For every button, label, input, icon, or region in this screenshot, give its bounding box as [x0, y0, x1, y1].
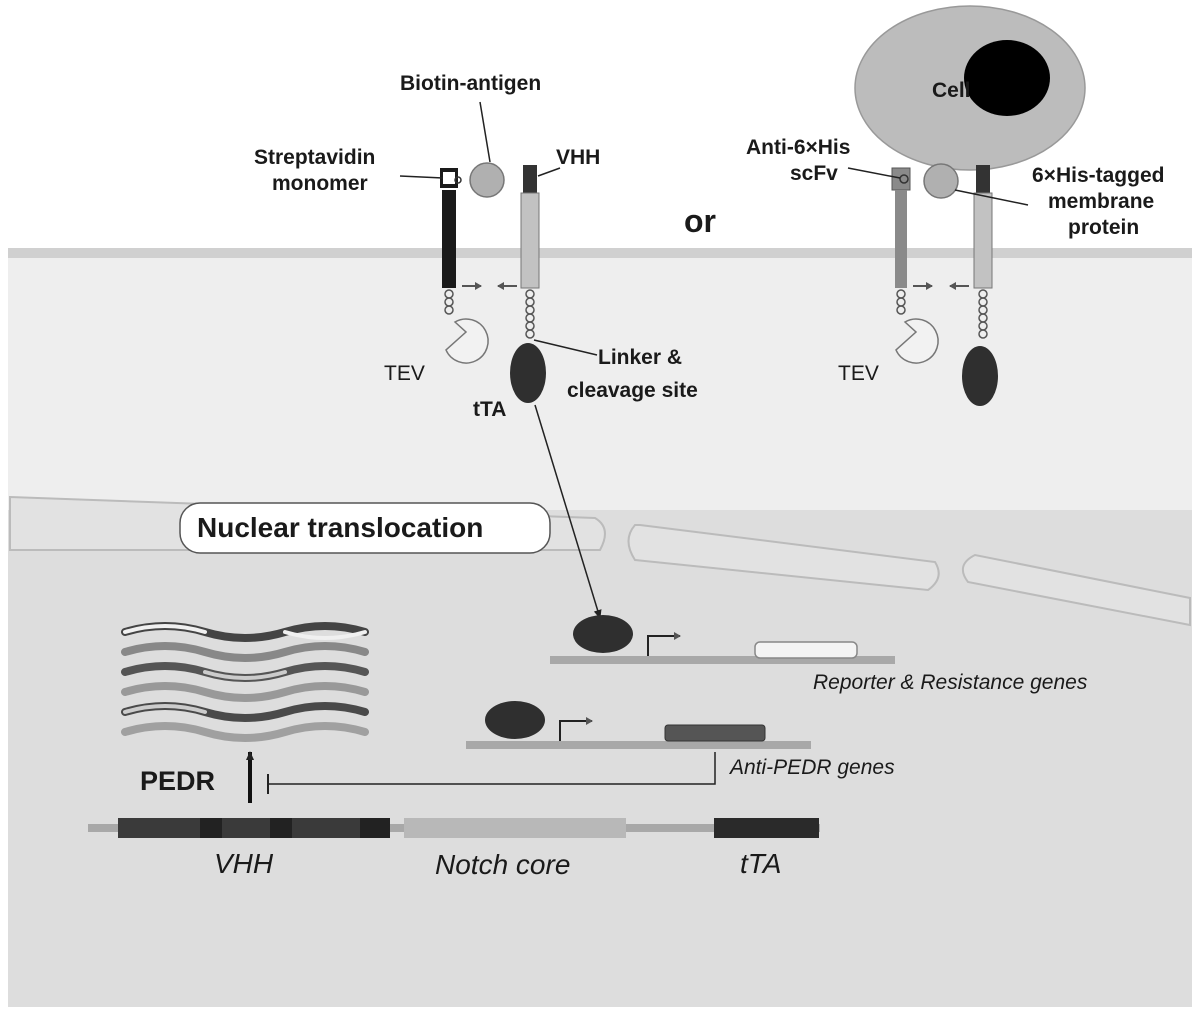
anti-his-label-line1: Anti-6×His [746, 136, 850, 159]
or-label: or [684, 203, 716, 239]
tta-protein [510, 343, 546, 403]
anti-pedr-gene-construct [466, 701, 811, 749]
reporter-genes-label: Reporter & Resistance genes [813, 671, 1088, 694]
biotin-antigen-label: Biotin-antigen [400, 72, 541, 95]
cell-membrane [8, 248, 1192, 258]
tev-protease-left [445, 318, 489, 364]
gene-vhh-label: VHH [214, 848, 274, 879]
reporter-gene-construct [550, 615, 895, 664]
streptavidin-label-line2: monomer [272, 172, 368, 195]
nuclear-translocation-box [179, 502, 551, 554]
biotin-link [454, 176, 462, 184]
nucleus-region [8, 510, 1192, 1007]
his-link [899, 174, 909, 184]
anti-his-label-line2: scFv [790, 162, 838, 185]
translocation-arrow [534, 404, 602, 619]
gene-notch-core-label: Notch core [435, 849, 570, 880]
streptavidin-label-line1: Streptavidin [254, 146, 375, 169]
inhibition-line [268, 752, 716, 785]
tta-protein-label: tTA [473, 398, 506, 421]
pedr-label: PEDR [140, 766, 215, 796]
cell-nucleus [964, 40, 1050, 116]
tev-label-left: TEV [384, 362, 425, 385]
his-membrane-label-line2: membrane [1048, 190, 1154, 213]
linker-label-line2: cleavage site [567, 379, 698, 402]
streptavidin-receptor [440, 168, 458, 315]
his-tagged-protein-sphere [923, 163, 959, 199]
anti-pedr-genes-label: Anti-PEDR genes [728, 756, 895, 779]
tev-label-right: TEV [838, 362, 879, 385]
his-membrane-label-line3: protein [1068, 216, 1139, 239]
anti-his-receptor [891, 167, 911, 315]
vhh-receptor-right [973, 165, 993, 339]
gene-tta-label: tTA [740, 848, 781, 879]
synnotch-gene-construct [88, 818, 820, 838]
mrna-transcripts [121, 622, 369, 742]
tev-protease-right [895, 318, 939, 364]
vhh-receptor [520, 165, 540, 339]
biotin-antigen-sphere [469, 162, 505, 198]
tta-protein-right [962, 346, 998, 406]
linker-label-line1: Linker & [598, 346, 682, 369]
nuclear-translocation-label: Nuclear translocation [197, 512, 483, 543]
vhh-receptor-label: VHH [556, 146, 600, 169]
leader-lines [399, 101, 1029, 356]
his-membrane-label-line1: 6×His-tagged [1032, 164, 1164, 187]
cell-label: Cell [932, 79, 971, 102]
